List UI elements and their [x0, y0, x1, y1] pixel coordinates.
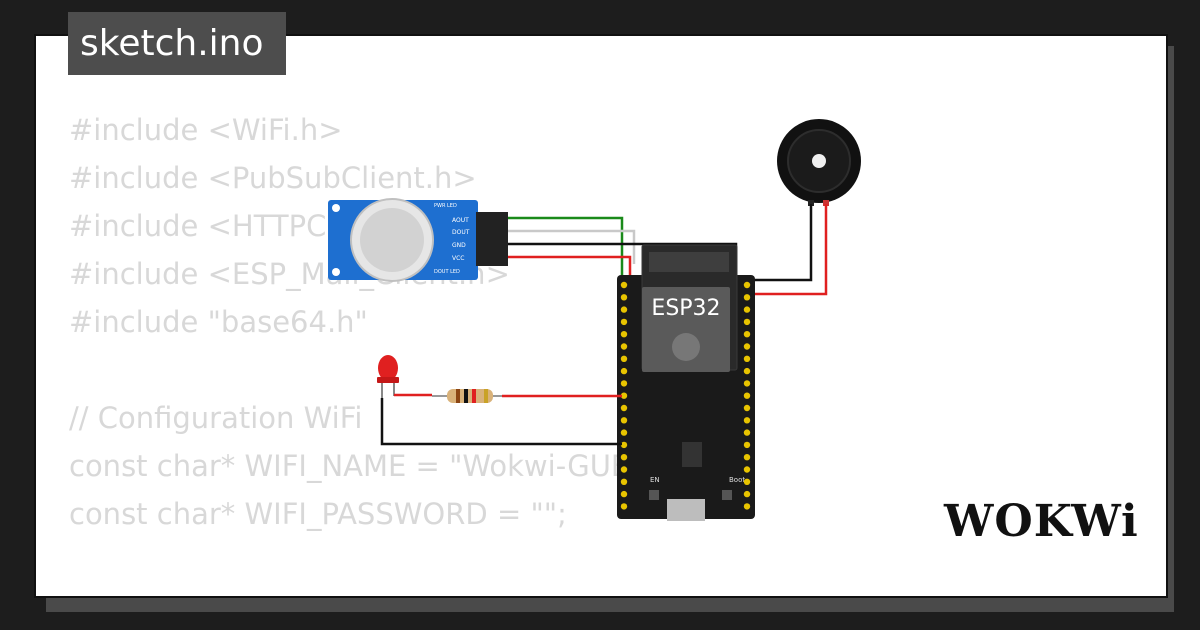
red-led[interactable] [377, 355, 399, 398]
header-pin[interactable] [743, 392, 751, 399]
pwr-led-label: PWR LED [434, 203, 457, 209]
header-pin[interactable] [620, 478, 628, 485]
buzzer-wires [750, 204, 828, 296]
led-wires [380, 393, 622, 446]
esp32-pins-right [743, 281, 751, 510]
header-pin[interactable] [620, 503, 628, 510]
header-pin[interactable] [620, 404, 628, 412]
wokwi-logo: WOKWi [944, 496, 1139, 547]
header-pin[interactable] [620, 417, 628, 424]
code-line: // Configuration WiFi [69, 401, 363, 435]
header-pin[interactable] [620, 294, 628, 301]
header-pin[interactable] [743, 343, 751, 350]
en-label: EN [650, 476, 660, 484]
preview-card: #include <WiFi.h> #include <PubSubClient.… [34, 34, 1168, 598]
code-line: #include <PubSubClient.h> [69, 161, 477, 195]
esp32-label: ESP32 [651, 296, 720, 321]
sensor-pin-vcc: VCC [452, 255, 464, 262]
header-pin[interactable] [620, 306, 628, 313]
header-pin[interactable] [743, 490, 751, 498]
header-pin[interactable] [620, 281, 628, 289]
header-pin[interactable] [620, 318, 628, 326]
header-pin[interactable] [743, 380, 751, 387]
header-pin[interactable] [620, 380, 628, 387]
code-line: const char* WIFI_PASSWORD = ""; [69, 497, 567, 531]
buzzer[interactable] [777, 119, 861, 206]
header-pin[interactable] [620, 441, 628, 449]
header-pin[interactable] [743, 281, 751, 289]
header-pin[interactable] [620, 392, 628, 399]
header-pin[interactable] [743, 478, 751, 485]
boot-label: Boot [729, 476, 745, 484]
header-pin[interactable] [620, 454, 628, 461]
header-pin[interactable] [743, 466, 751, 473]
header-pin[interactable] [743, 318, 751, 326]
circuit-diagram: PWR LED DOUT LED AOUT DOUT GND VCC ESP32 [328, 119, 861, 521]
header-pin[interactable] [620, 429, 628, 436]
header-pin[interactable] [743, 355, 751, 362]
header-pin[interactable] [620, 343, 628, 350]
header-pin[interactable] [743, 441, 751, 449]
sketch-tab-title[interactable]: sketch.ino [68, 12, 286, 75]
header-pin[interactable] [620, 466, 628, 473]
code-line: #include "base64.h" [69, 305, 368, 339]
header-pin[interactable] [743, 429, 751, 436]
sensor-pin-aout: AOUT [452, 217, 469, 224]
esp32-board[interactable]: ESP32 EN Boot [617, 244, 755, 521]
header-pin[interactable] [743, 367, 751, 375]
header-pin[interactable] [743, 454, 751, 461]
header-pin[interactable] [743, 503, 751, 510]
code-line: // Configuration OLED (si vous l'utilise… [69, 586, 688, 596]
esp32-pins-left [620, 281, 628, 510]
gas-sensor-module[interactable]: PWR LED DOUT LED AOUT DOUT GND VCC [328, 198, 508, 282]
header-pin[interactable] [620, 367, 628, 375]
resistor[interactable] [432, 389, 502, 403]
header-pin[interactable] [620, 331, 628, 338]
dout-led-label: DOUT LED [434, 269, 460, 275]
header-pin[interactable] [743, 417, 751, 424]
header-pin[interactable] [620, 355, 628, 362]
header-pin[interactable] [620, 490, 628, 498]
sensor-pin-gnd: GND [452, 242, 466, 249]
header-pin[interactable] [743, 294, 751, 301]
header-pin[interactable] [743, 404, 751, 412]
header-pin[interactable] [743, 331, 751, 338]
header-pin[interactable] [743, 306, 751, 313]
code-line: #include <WiFi.h> [69, 113, 343, 147]
sensor-pin-dout: DOUT [452, 229, 470, 236]
